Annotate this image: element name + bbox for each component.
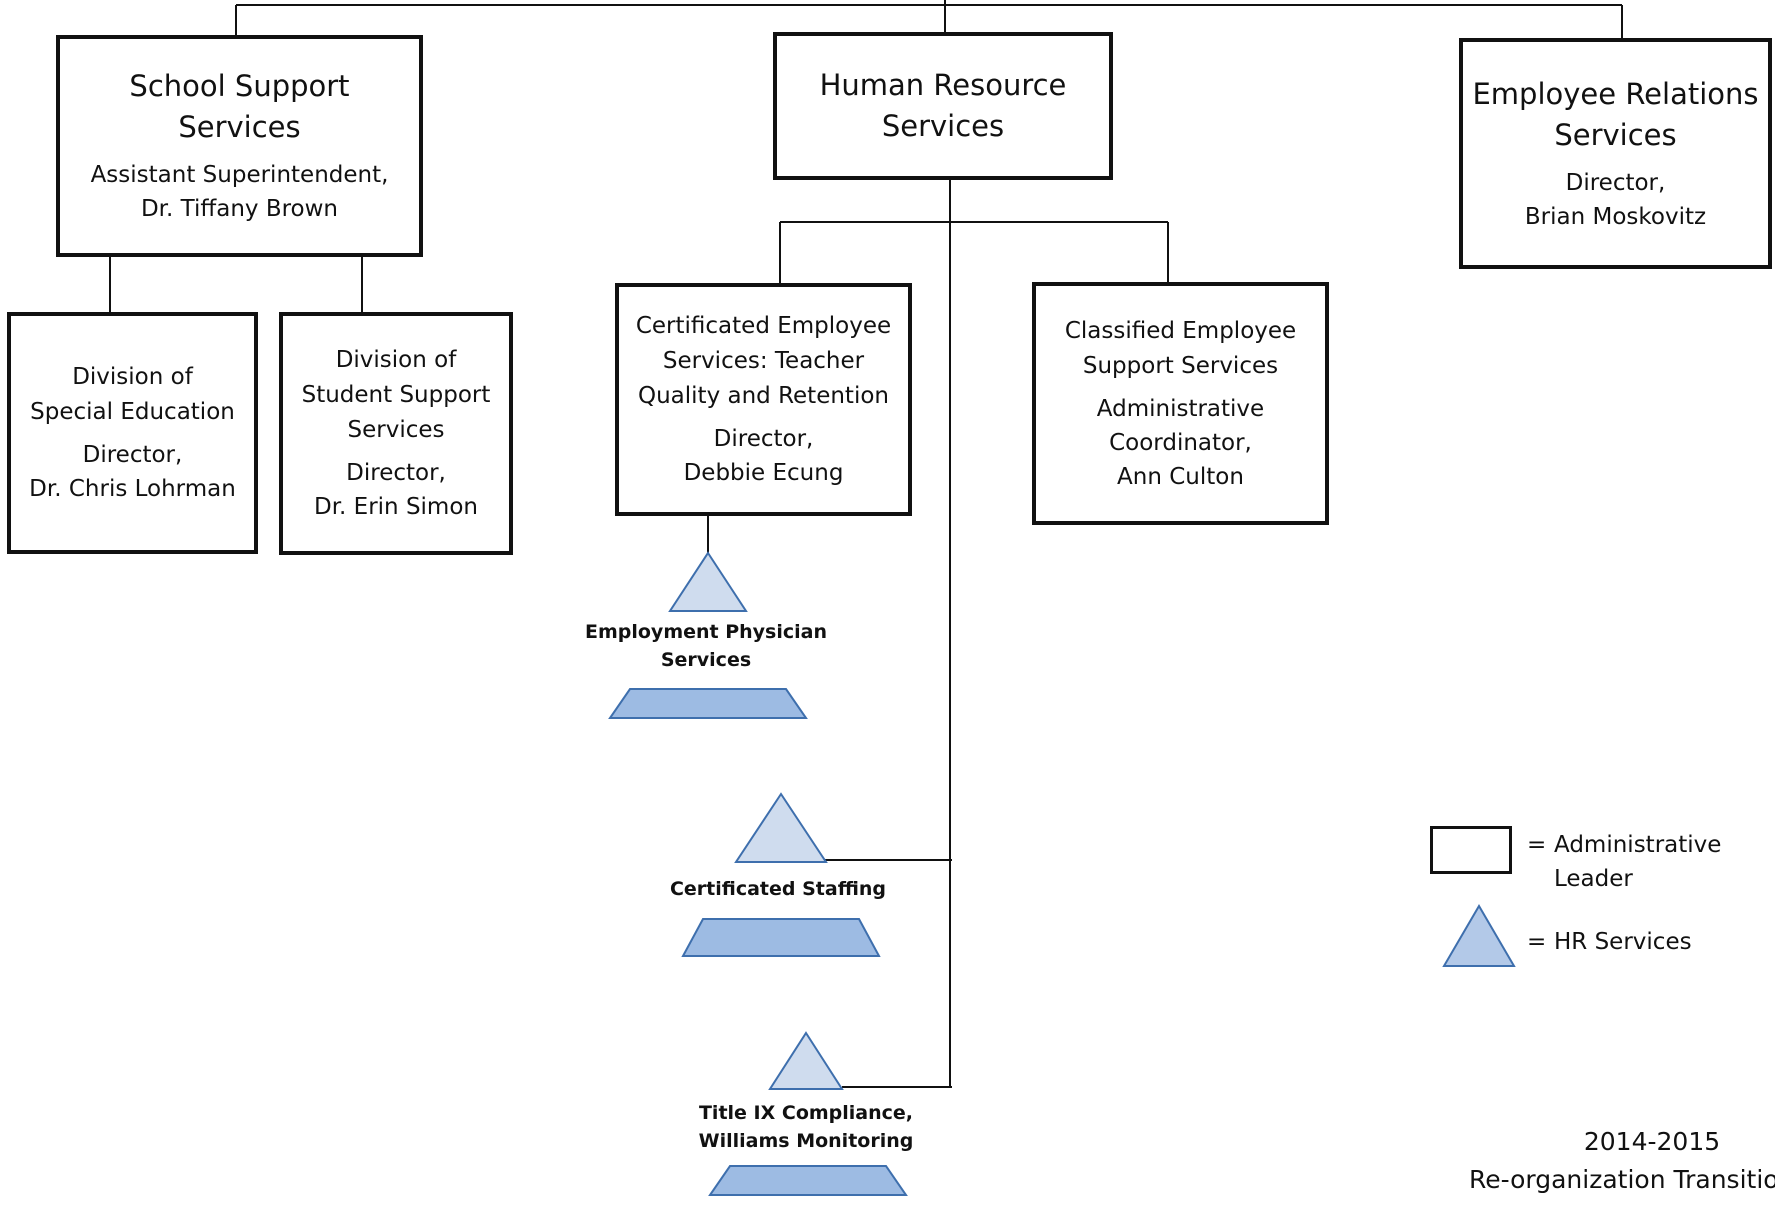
hr-service-base-trapezoid — [681, 918, 881, 957]
box-title: Human Resource Services — [819, 68, 1067, 143]
box-division-student-support-services: Division of Student Support Services Dir… — [279, 312, 513, 555]
box-title: Employee Relations Services — [1472, 76, 1759, 152]
box-title: School Support Services — [129, 69, 350, 144]
legend-box-equals: = — [1527, 832, 1547, 858]
legend-box-label: Administrative Leader — [1554, 832, 1722, 892]
box-leader: Administrative Coordinator, Ann Culton — [1096, 395, 1265, 490]
box-division-special-education: Division of Special Education Director, … — [7, 312, 258, 554]
box-title: Certificated Employee Services: Teacher … — [635, 313, 892, 409]
hr-service-label-title-ix: Title IX Compliance, Williams Monitoring — [698, 1102, 914, 1152]
box-title: Division of Student Support Services — [301, 347, 491, 443]
legend-triangle-icon — [1442, 904, 1516, 967]
box-school-support-services: School Support Services Assistant Superi… — [56, 35, 423, 257]
box-leader: Director, Brian Moskovitz — [1524, 169, 1707, 230]
hr-service-base-trapezoid — [708, 1165, 908, 1196]
hr-service-triangle-icon — [668, 551, 748, 612]
hr-service-triangle-icon — [734, 792, 828, 863]
box-leader: Director, Debbie Ecung — [683, 426, 844, 486]
box-leader: Director, Dr. Chris Lohrman — [29, 442, 236, 502]
hr-service-label-certificated-staffing: Certificated Staffing — [669, 878, 887, 900]
legend-box-swatch — [1430, 826, 1512, 874]
box-title: Division of Special Education — [30, 364, 235, 425]
hr-service-base-trapezoid — [608, 688, 808, 719]
box-employee-relations-services: Employee Relations Services Director, Br… — [1459, 38, 1772, 269]
footer-year: 2014-2015 — [1583, 1127, 1721, 1156]
legend-triangle-equals: = — [1527, 929, 1547, 955]
legend-triangle-label: HR Services — [1554, 929, 1692, 955]
footer-caption: Re-organization Transitio — [1469, 1165, 1775, 1194]
hr-service-triangle-icon — [768, 1031, 844, 1090]
box-human-resource-services: Human Resource Services — [773, 32, 1113, 180]
box-classified-employee-support-services: Classified Employee Support Services Adm… — [1032, 282, 1329, 525]
hr-service-label-employment-physician: Employment Physician Services — [584, 621, 828, 671]
box-leader: Director, Dr. Erin Simon — [314, 460, 478, 520]
box-title: Classified Employee Support Services — [1064, 317, 1297, 379]
box-leader: Assistant Superintendent, Dr. Tiffany Br… — [90, 162, 389, 222]
box-certificated-employee-services: Certificated Employee Services: Teacher … — [615, 283, 912, 516]
